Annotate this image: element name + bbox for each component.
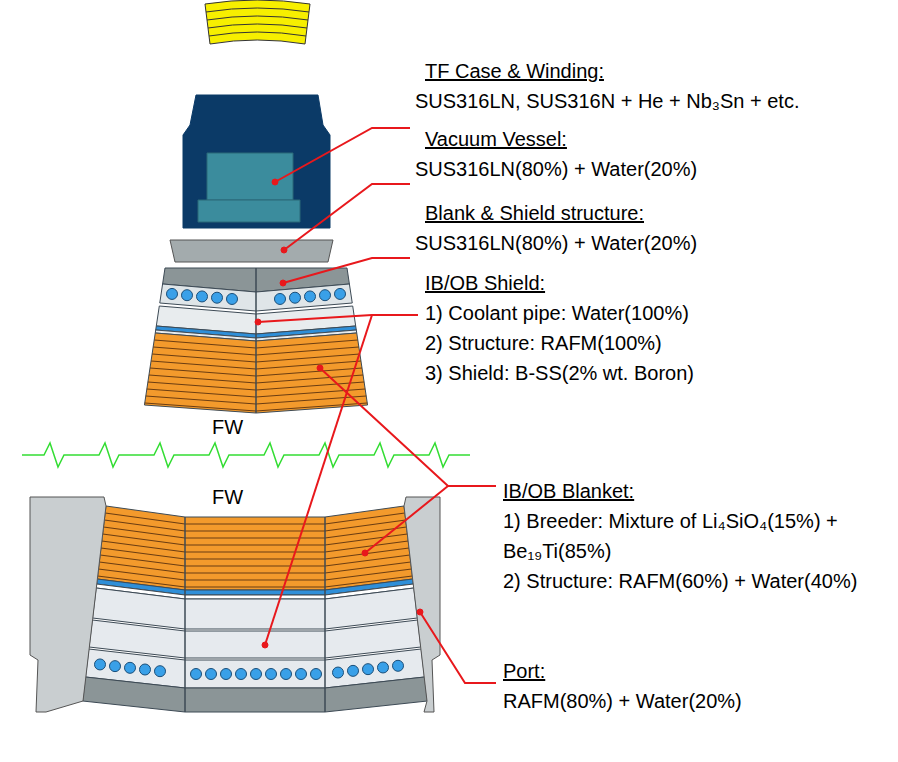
section-heading: Vacuum Vessel: [425,124,567,154]
module-divider [324,517,326,712]
section-heading: TF Case & Winding: [425,56,604,86]
structure-band [89,620,421,658]
coolant-pipe [95,659,106,670]
coolant-pipe [227,293,238,304]
coolant-pipe [212,292,223,303]
tf-case [183,95,330,228]
winding-line [209,32,306,36]
section-heading: Port: [503,656,545,686]
winding-line [206,8,309,12]
material-text: SUS316LN, SUS316N + He + Nb₃Sn + etc. [415,86,799,116]
coolant-pipe [110,661,121,672]
list-item: 2) Structure: RAFM(100%) [425,328,662,358]
coolant-pipe [155,666,166,677]
fw-label: FW [212,482,243,512]
coolant-pipe [393,660,404,671]
leader-line [265,315,372,645]
section-heading: Blank & Shield structure: [425,198,644,228]
breeder-stripe [104,520,405,531]
list-item: 2) Structure: RAFM(60%) + Water(40%) [503,566,857,596]
coolant-pipe [206,669,217,680]
leader-line [283,258,410,283]
blanket-base [83,677,428,712]
list-item: 3) Shield: B-SS(2% wt. Boron) [425,358,694,388]
coolant-pipe [251,669,262,680]
coolant-pipe [191,669,202,680]
leader-line [284,184,410,250]
material-text: SUS316LN(80%) + Water(20%) [415,154,697,184]
breeder-stripe [105,513,405,524]
leader-line [320,368,496,486]
module-divider [184,517,186,712]
module-divider [255,268,257,413]
port-left [30,497,106,712]
coolant-pipe [348,665,359,676]
leader-line [258,315,418,322]
list-item: 1) Breeder: Mixture of Li₄SiO₄(15%) + Be… [503,506,888,566]
winding-line [208,24,307,28]
material-text: RAFM(80%) + Water(20%) [503,686,742,716]
coolant-pipe [305,291,316,302]
coolant-pipe [275,293,286,304]
leader-dot [417,609,423,615]
coolant-pipe [167,288,178,299]
breeder-stripe [99,562,410,573]
coolant-pipe [266,669,277,680]
leader-line [420,612,496,683]
coolant-pipe [182,290,193,301]
winding-line [207,16,308,20]
breeder-stripe [103,534,408,545]
coolant-pipe [290,292,301,303]
structure-band [93,588,418,629]
breeder-stripe [98,569,411,580]
material-text: SUS316LN(80%) + Water(20%) [415,228,697,258]
tf-coil-winding [205,0,310,44]
section-heading: IB/OB Shield: [425,268,545,298]
breeder-stripe [102,541,408,552]
breeder-stripe [101,548,409,559]
coolant-pipe [311,669,322,680]
coolant-pipe [333,667,344,678]
leader-dot [255,319,261,325]
port-right [404,497,440,712]
leader-dot [262,642,268,648]
coolant-pipe [320,290,331,301]
coolant-pipe [335,288,346,299]
first-wall-line [22,443,470,467]
coolant-pipe [378,662,389,673]
leader-dot [281,247,287,253]
coolant-pipe [363,664,374,675]
leader-dot [272,179,278,185]
leader-line [365,486,448,553]
breeder-stripe [100,555,410,566]
leader-dot [280,280,286,286]
section-heading: IB/OB Blanket: [503,476,634,506]
coolant-pipe [221,669,232,680]
leader-dot [362,550,368,556]
coolant-pipe [140,664,151,675]
breeder-region [97,506,413,590]
coolant-pipe [125,662,136,673]
leader-dot [317,365,323,371]
leader-line [275,128,410,182]
list-item: 1) Coolant pipe: Water(100%) [425,298,689,328]
winding-pack [207,153,293,200]
winding-pack [198,200,300,222]
coolant-pipe [236,669,247,680]
breeder-stripe [103,527,406,538]
coolant-pipe [296,669,307,680]
coolant-pipe [281,669,292,680]
coolant-pipe [197,291,208,302]
vacuum-vessel [170,240,333,262]
fw-label: FW [212,412,243,442]
